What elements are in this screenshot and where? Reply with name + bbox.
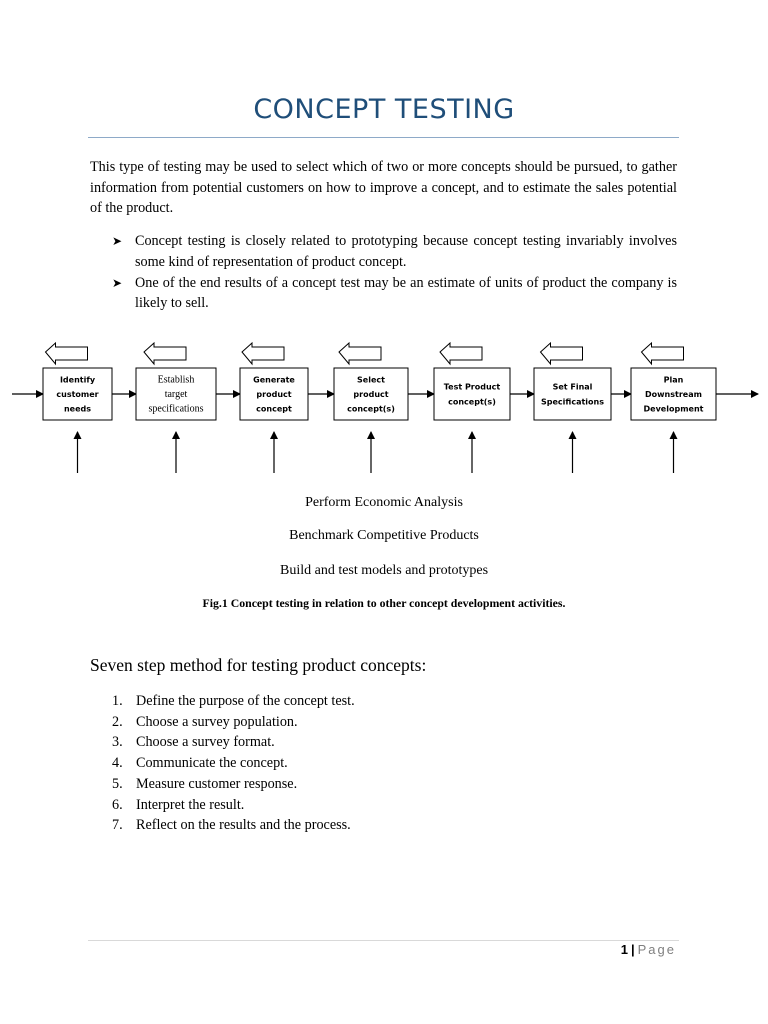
step-box-test-concepts [433, 367, 511, 421]
step-box-generate-concepts [239, 367, 309, 421]
intro-paragraph: This type of testing may be used to sele… [90, 159, 677, 216]
step-text: Communicate the concept. [136, 755, 288, 772]
bullet-text: One of the end results of a concept test… [135, 274, 677, 312]
step-label: product [256, 390, 291, 399]
list-item: 2. Choose a survey population. [112, 712, 355, 733]
footer-divider [88, 940, 679, 941]
bullet-text: Concept testing is closely related to pr… [135, 233, 677, 270]
feedback-arrow-icon [241, 341, 285, 366]
step-number: 1. [112, 693, 123, 709]
step-text: Choose a survey format. [136, 734, 275, 751]
step-text: Define the purpose of the concept test. [136, 693, 355, 709]
step-label: Downstream [645, 390, 702, 399]
step-box-plan-development [630, 367, 717, 421]
step-label: Identify [60, 376, 96, 385]
list-item: 6. Interpret the result. [112, 795, 355, 816]
footer-separator: | [630, 942, 635, 957]
step-label: Set Final [553, 383, 593, 392]
bullet-item: ➤ Concept testing is closely related to … [112, 231, 677, 273]
step-label: target [165, 389, 188, 400]
concept-development-diagram: Identify customer needs Establish target spec… [12, 341, 759, 473]
step-label: customer [56, 390, 98, 399]
step-number: 2. [112, 713, 123, 730]
title-divider [88, 137, 679, 138]
list-item: 1. Define the purpose of the concept test… [112, 691, 355, 712]
arrow-bullet-icon: ➤ [112, 275, 123, 290]
step-box-select-concepts [333, 367, 409, 421]
page-footer: 1|Page [621, 942, 676, 957]
list-item: 3. Choose a survey format. [112, 732, 355, 753]
step-label: specifications [149, 404, 204, 415]
feedback-arrow-icon [539, 341, 583, 366]
method-heading: Seven step method for testing product co… [90, 655, 427, 675]
step-text: Measure customer response. [136, 775, 298, 792]
step-label: Specifications [541, 398, 604, 407]
step-text: Interpret the result. [136, 796, 245, 813]
support-activity-benchmark: Benchmark Competitive Products [289, 528, 479, 543]
feedback-arrow-icon [439, 341, 483, 366]
feedback-arrow-icon [143, 341, 187, 366]
step-box-identify-needs [42, 367, 113, 421]
arrow-bullet-icon: ➤ [112, 234, 123, 248]
feedback-arrow-icon [640, 341, 684, 366]
bullet-list: ➤ Concept testing is closely related to … [112, 231, 677, 314]
feedback-arrow-icon [338, 341, 382, 366]
figure-caption: Fig.1 Concept testing in relation to oth… [202, 596, 566, 610]
step-label: product [353, 390, 388, 399]
step-label: needs [64, 405, 91, 414]
support-activity-economic: Perform Economic Analysis [305, 495, 463, 510]
method-steps-list: 1. Define the purpose of the concept test… [112, 691, 355, 836]
step-number: 3. [112, 734, 123, 751]
feedback-arrow-icon [44, 341, 88, 366]
step-label: Plan [664, 376, 684, 385]
step-label: Test Product [444, 383, 501, 392]
page-number: 1 [620, 942, 628, 957]
bullet-item: ➤ One of the end results of a concept te… [112, 273, 677, 315]
step-box-establish-specs [135, 367, 217, 421]
step-number: 5. [112, 775, 123, 792]
step-label: Select [357, 376, 385, 385]
step-number: 6. [112, 796, 123, 813]
step-label: Establish [158, 375, 195, 386]
step-label: Generate [253, 376, 295, 385]
step-label: concept(s) [448, 398, 496, 407]
list-item: 7. Reflect on the results and the process… [112, 815, 355, 836]
page-label: Page [637, 942, 676, 957]
step-text: Reflect on the results and the process. [136, 817, 351, 834]
step-number: 4. [112, 755, 123, 772]
step-label: concept [256, 405, 292, 414]
step-label: Development [644, 405, 704, 414]
page-title: CONCEPT TESTING [253, 94, 515, 125]
step-label: concept(s) [347, 405, 395, 414]
list-item: 4. Communicate the concept. [112, 753, 355, 774]
step-text: Choose a survey population. [136, 713, 298, 730]
list-item: 5. Measure customer response. [112, 774, 355, 795]
support-activity-prototypes: Build and test models and prototypes [279, 563, 489, 578]
step-number: 7. [112, 817, 123, 834]
step-box-set-final-specs [533, 367, 612, 421]
